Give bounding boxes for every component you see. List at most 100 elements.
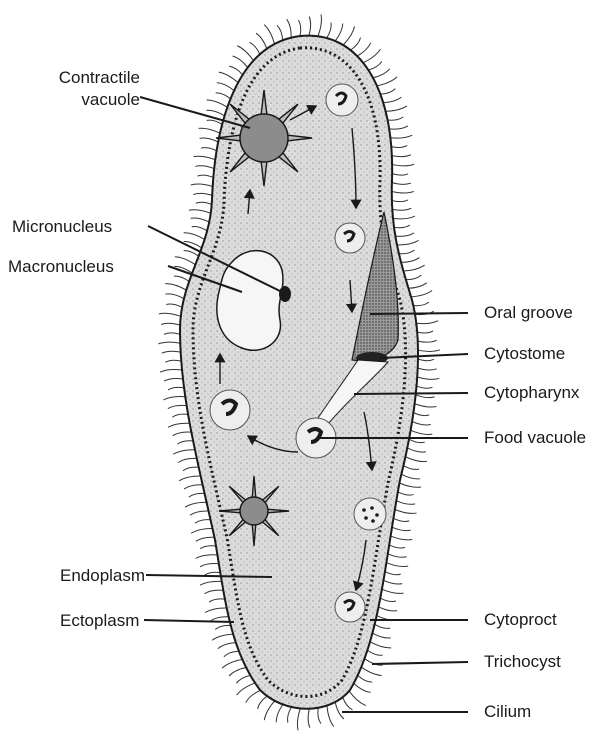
cilium-strand xyxy=(195,520,211,524)
cilium-strand xyxy=(418,368,437,370)
cilium-strand xyxy=(164,333,180,335)
cilium-strand xyxy=(380,89,395,95)
cilium-strand xyxy=(201,148,217,151)
cilium-strand xyxy=(161,323,180,325)
label-cytoproct: Cytoproct xyxy=(484,610,557,630)
cilium-strand xyxy=(197,175,213,177)
cilium-strand xyxy=(162,351,181,353)
cilium-strand xyxy=(258,696,268,709)
cilium-strand xyxy=(299,20,301,36)
cilium-strand xyxy=(392,200,408,202)
cilium-strand xyxy=(327,706,334,727)
cilium-strand xyxy=(288,707,292,723)
cilium-strand xyxy=(229,667,246,676)
cilium-strand xyxy=(388,554,407,557)
cilium-strand xyxy=(194,156,216,159)
cilium-strand xyxy=(196,537,215,541)
cilium-strand xyxy=(215,625,230,629)
cilium-strand xyxy=(375,624,391,628)
cilium-strand xyxy=(383,580,402,584)
label-ectoplasm: Ectoplasm xyxy=(60,611,139,631)
cilium-strand xyxy=(411,291,432,297)
cilium-strand xyxy=(264,25,274,44)
cilium-strand xyxy=(189,210,211,213)
cilium-strand xyxy=(373,69,390,78)
cilium-strand xyxy=(390,135,412,138)
cilium-strand xyxy=(357,43,371,56)
cilium-strand xyxy=(200,581,222,585)
cilium-strand xyxy=(403,466,419,470)
cilium-strand xyxy=(160,370,182,373)
cilium-strand xyxy=(389,126,408,129)
cilium-strand xyxy=(397,240,419,244)
cilium-strand xyxy=(297,708,300,730)
cilium-strand xyxy=(417,377,439,379)
cilium-strand xyxy=(183,467,199,471)
cilium-strand xyxy=(418,340,437,342)
cilium-strand xyxy=(158,342,180,344)
cilium-strand xyxy=(392,182,411,184)
cilium-strand xyxy=(164,378,183,381)
cilium-strand xyxy=(237,46,253,61)
cilium-strand xyxy=(207,100,228,107)
cilium-strand xyxy=(395,233,414,236)
cilium-strand xyxy=(219,72,238,83)
cilium-strand xyxy=(191,184,213,186)
label-contractile-vacuole-line1: Contractile xyxy=(30,68,140,88)
cilium-strand xyxy=(399,483,421,487)
cilium-strand xyxy=(185,502,206,507)
cilium-strand xyxy=(159,313,181,316)
cilium-strand xyxy=(236,675,250,683)
cilium-strand xyxy=(256,33,267,49)
cilium-strand xyxy=(349,691,366,705)
cilium-strand xyxy=(205,590,224,593)
contractile-vacuole-lower xyxy=(219,476,289,546)
cilium-strand xyxy=(416,395,435,398)
cilium-strand xyxy=(165,284,186,290)
cilium-strand xyxy=(172,414,188,417)
cilium-strand xyxy=(287,19,291,37)
cilium-strand xyxy=(392,527,411,530)
cilium-strand xyxy=(395,509,417,513)
cilium-strand xyxy=(394,225,410,228)
cilium-strand xyxy=(408,283,426,288)
cilium-strand xyxy=(165,360,181,362)
cilium-strand xyxy=(396,501,415,505)
cilium-strand xyxy=(417,331,433,333)
cilium-strand xyxy=(209,599,225,602)
cilium-strand xyxy=(200,546,216,549)
cilium-strand xyxy=(335,702,344,719)
cilium-strand xyxy=(382,589,404,593)
cilium-strand xyxy=(193,193,212,195)
cilium-strand xyxy=(206,110,224,116)
cilium-strand xyxy=(392,164,414,166)
cilium-strand xyxy=(184,233,205,240)
cilium-strand xyxy=(175,257,196,265)
cilium-strand xyxy=(370,642,391,648)
cilium-strand xyxy=(386,563,408,567)
cilium-strand xyxy=(199,128,220,133)
cilium-strand xyxy=(393,216,415,219)
cilium-strand xyxy=(195,166,214,169)
cilium-strand xyxy=(207,120,222,124)
cilium-strand xyxy=(222,659,242,668)
label-micronucleus: Micronucleus xyxy=(12,217,112,237)
label-cytopharynx: Cytopharynx xyxy=(484,383,579,403)
cilium-strand xyxy=(418,359,434,361)
cilium-strand xyxy=(191,218,210,222)
cilium-strand xyxy=(358,675,372,682)
cilium-strand xyxy=(229,66,242,75)
cilium-strand xyxy=(415,404,437,407)
cilium-strand xyxy=(189,493,205,497)
cilium-strand xyxy=(401,258,419,263)
cilium-strand xyxy=(212,634,233,640)
cilium-strand xyxy=(411,430,433,434)
cilium-strand xyxy=(392,155,411,157)
cilium-strand xyxy=(196,555,218,559)
cilium-strand xyxy=(327,23,332,38)
cilium-strand xyxy=(168,387,184,390)
cilium-strand xyxy=(218,643,236,649)
cilium-strand xyxy=(173,432,192,436)
food-vacuole-mid xyxy=(335,223,365,253)
cilium-strand xyxy=(416,321,438,324)
